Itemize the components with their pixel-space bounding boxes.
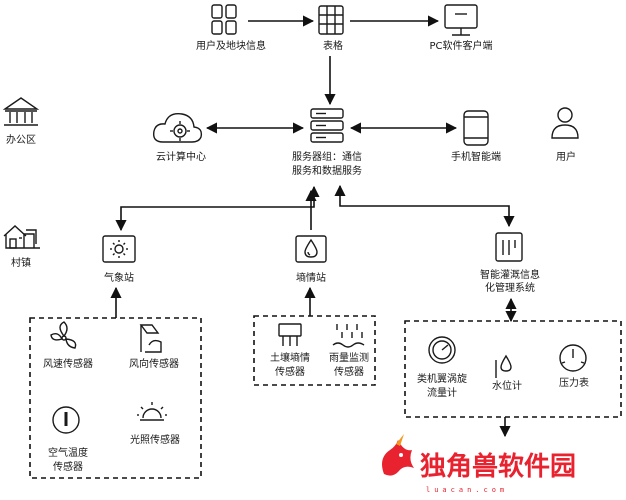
flowmeter-gauge-icon xyxy=(428,336,456,364)
weather-sensor-group xyxy=(29,317,202,479)
label-office: 办公区 xyxy=(6,133,36,146)
watermark-text: 独角兽软件园 xyxy=(420,451,576,482)
water-level-icon xyxy=(495,354,512,378)
label-air-temp-line2: 传感器 xyxy=(53,460,83,473)
label-wind-speed: 风速传感器 xyxy=(43,357,93,370)
label-flowmeter-line2: 流量计 xyxy=(427,386,457,399)
watermark-url: luacan.com xyxy=(426,486,508,494)
wind-direction-icon xyxy=(139,324,162,353)
label-irrigation-line2: 化管理系统 xyxy=(485,281,535,294)
label-mobile: 手机智能端 xyxy=(451,150,501,163)
user-icon xyxy=(551,107,579,139)
irrigation-device-icon xyxy=(495,232,523,262)
label-pressure: 压力表 xyxy=(559,376,589,389)
label-weather-station: 气象站 xyxy=(104,271,134,284)
label-user: 用户 xyxy=(556,150,576,163)
label-wind-direction: 风向传感器 xyxy=(129,357,179,370)
label-water-level: 水位计 xyxy=(492,379,522,392)
rain-gauge-icon xyxy=(332,324,365,348)
land-tiles-icon xyxy=(211,4,237,35)
soil-station-icon xyxy=(295,235,327,263)
pressure-gauge-icon xyxy=(559,344,587,372)
office-building-icon xyxy=(2,97,40,126)
unicorn-logo-icon xyxy=(382,434,414,476)
label-user-land-info: 用户及地块信息 xyxy=(196,39,266,52)
label-rain-line1: 雨量监测 xyxy=(329,351,369,364)
label-server-line2: 服务和数据服务 xyxy=(292,164,362,177)
label-soil-station: 墒情站 xyxy=(296,271,326,284)
arrow-server-to-irrigation xyxy=(334,184,515,228)
table-icon xyxy=(318,5,344,35)
thermometer-dial-icon xyxy=(52,406,80,434)
soil-sensor-group xyxy=(253,315,376,386)
soil-probe-icon xyxy=(278,323,302,346)
label-soil-line1: 土壤墒情 xyxy=(270,351,310,364)
label-irrigation-line1: 智能灌溉信息 xyxy=(480,268,540,281)
connection-arrows xyxy=(110,15,517,438)
label-air-temp-line1: 空气温度 xyxy=(48,446,88,459)
label-flowmeter-line1: 类机翼涡旋 xyxy=(417,372,467,385)
light-sensor-icon xyxy=(137,402,167,421)
arrow-weather-to-server xyxy=(115,185,320,232)
label-pc-client: PC软件客户端 xyxy=(429,39,492,52)
monitor-icon xyxy=(444,4,478,36)
label-soil-line2: 传感器 xyxy=(275,365,305,378)
irrigation-device-group xyxy=(404,320,622,418)
label-cloud-center: 云计算中心 xyxy=(156,150,206,163)
weather-station-icon xyxy=(102,235,136,263)
wind-speed-fan-icon xyxy=(50,321,77,349)
label-server-line1: 服务器组：通信 xyxy=(292,150,362,163)
label-village: 村镇 xyxy=(11,256,31,269)
watermark: 独角兽软件园 luacan.com xyxy=(382,434,576,494)
cloud-gear-icon xyxy=(153,113,203,143)
label-table: 表格 xyxy=(323,39,343,52)
label-light: 光照传感器 xyxy=(130,433,180,446)
mobile-phone-icon xyxy=(463,110,489,146)
label-rain-line2: 传感器 xyxy=(334,365,364,378)
server-stack-icon xyxy=(310,108,344,143)
village-house-icon xyxy=(3,225,40,249)
